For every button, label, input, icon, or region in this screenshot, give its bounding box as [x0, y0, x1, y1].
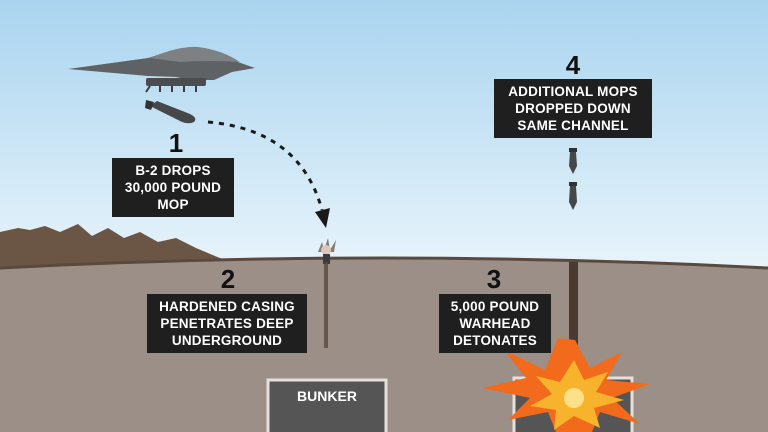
step-3-caption-line: WARHEAD	[459, 316, 531, 331]
step-1-caption: B-2 DROPS 30,000 POUND MOP	[112, 158, 234, 217]
explosion-icon	[482, 338, 650, 432]
step-3-caption-line: 5,000 POUND	[450, 299, 540, 314]
ground-surface-line	[0, 256, 768, 270]
impact-burst-icon	[318, 238, 336, 264]
bomb-icon	[145, 100, 196, 124]
step-1-caption-line: B-2 DROPS	[135, 163, 211, 178]
step-2-number: 2	[220, 264, 236, 294]
step-2-caption: HARDENED CASING PENETRATES DEEP UNDERGRO…	[147, 294, 307, 353]
step-3-number: 3	[486, 264, 502, 294]
bomb-trajectory	[207, 120, 324, 211]
step-2-caption-line: PENETRATES DEEP	[160, 316, 294, 331]
mountains	[0, 224, 230, 268]
step-3-caption-line: DETONATES	[453, 333, 537, 348]
step-4-number: 4	[565, 50, 581, 80]
step-4-caption-line: ADDITIONAL MOPS	[508, 84, 638, 99]
bunker	[266, 378, 388, 432]
trajectory-arrowhead	[315, 208, 330, 228]
step-2-caption-line: HARDENED CASING	[159, 299, 295, 314]
step-4-caption-line: DROPPED DOWN	[515, 101, 631, 116]
bunker-label: BUNKER	[297, 388, 357, 404]
step-3-caption: 5,000 POUND WARHEAD DETONATES	[439, 294, 551, 353]
step-1-number: 1	[168, 128, 184, 158]
sky	[0, 0, 768, 270]
step-1-caption-line: MOP	[157, 197, 189, 212]
b2-bomber-icon	[68, 46, 255, 93]
falling-bombs	[569, 148, 577, 210]
step-2-caption-line: UNDERGROUND	[171, 333, 283, 348]
bomb-channel	[569, 262, 578, 374]
step-4-caption-line: SAME CHANNEL	[517, 118, 629, 133]
step-1-caption-line: 30,000 POUND	[124, 180, 222, 195]
step-4-caption: ADDITIONAL MOPS DROPPED DOWN SAME CHANNE…	[494, 79, 652, 138]
